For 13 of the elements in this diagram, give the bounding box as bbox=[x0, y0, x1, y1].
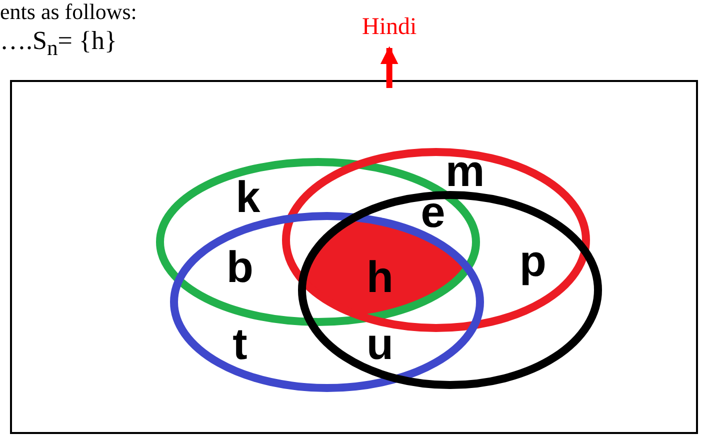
text-line: ents as follows: bbox=[0, 0, 137, 24]
set-element-letter: e bbox=[420, 191, 446, 235]
set-element-letter: k bbox=[236, 176, 260, 220]
set-element-letter: h bbox=[366, 256, 394, 300]
text-label: Hindi bbox=[362, 12, 417, 42]
set-element-letter: p bbox=[520, 240, 546, 284]
set-element-letter: u bbox=[366, 323, 394, 367]
set-element-letter: m bbox=[445, 150, 485, 194]
text-line: ….S$_{n}$= {h} bbox=[0, 27, 117, 62]
arrow bbox=[380, 46, 398, 88]
frame-box bbox=[10, 80, 698, 434]
set-element-letter: b bbox=[226, 246, 254, 290]
set-element-letter: t bbox=[232, 323, 248, 367]
